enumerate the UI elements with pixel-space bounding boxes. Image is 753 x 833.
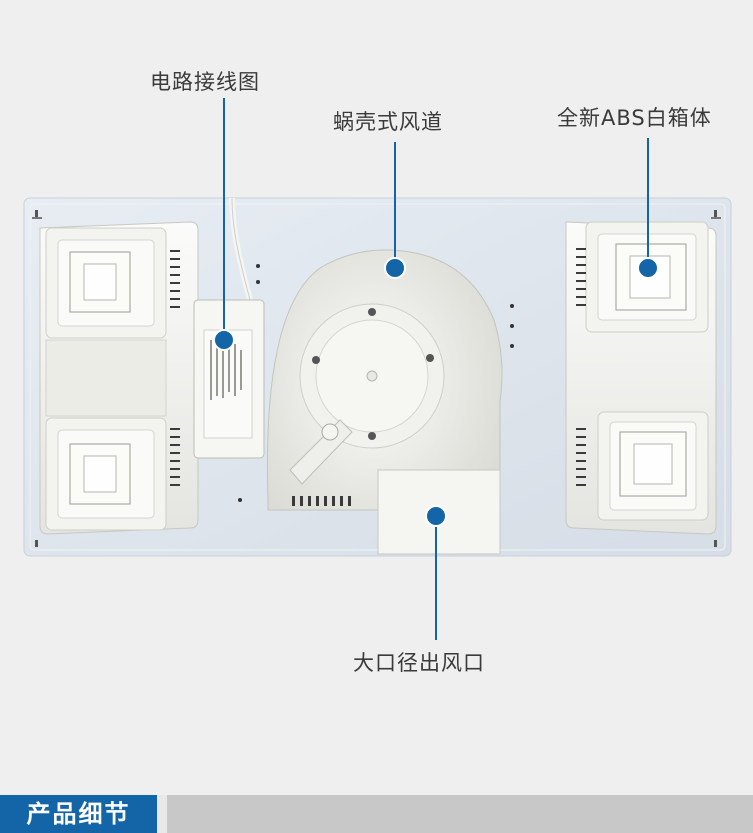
callout-outlet-label: 大口径出风口 <box>353 651 485 675</box>
volute-blower <box>238 249 514 555</box>
callout-outlet <box>425 505 447 640</box>
callout-abs-box-label: 全新ABS白箱体 <box>557 106 712 130</box>
callout-volute-label: 蜗壳式风道 <box>333 110 443 134</box>
section-footer: 产品细节 <box>0 795 753 833</box>
callout-abs-box <box>637 138 659 279</box>
section-title-tab: 产品细节 <box>0 795 167 833</box>
left-housing <box>39 221 199 535</box>
wiring-box <box>193 197 265 459</box>
callout-wiring <box>213 98 235 351</box>
callout-volute <box>384 142 406 279</box>
callout-wiring-label: 电路接线图 <box>150 70 260 94</box>
product-photo <box>23 98 732 640</box>
